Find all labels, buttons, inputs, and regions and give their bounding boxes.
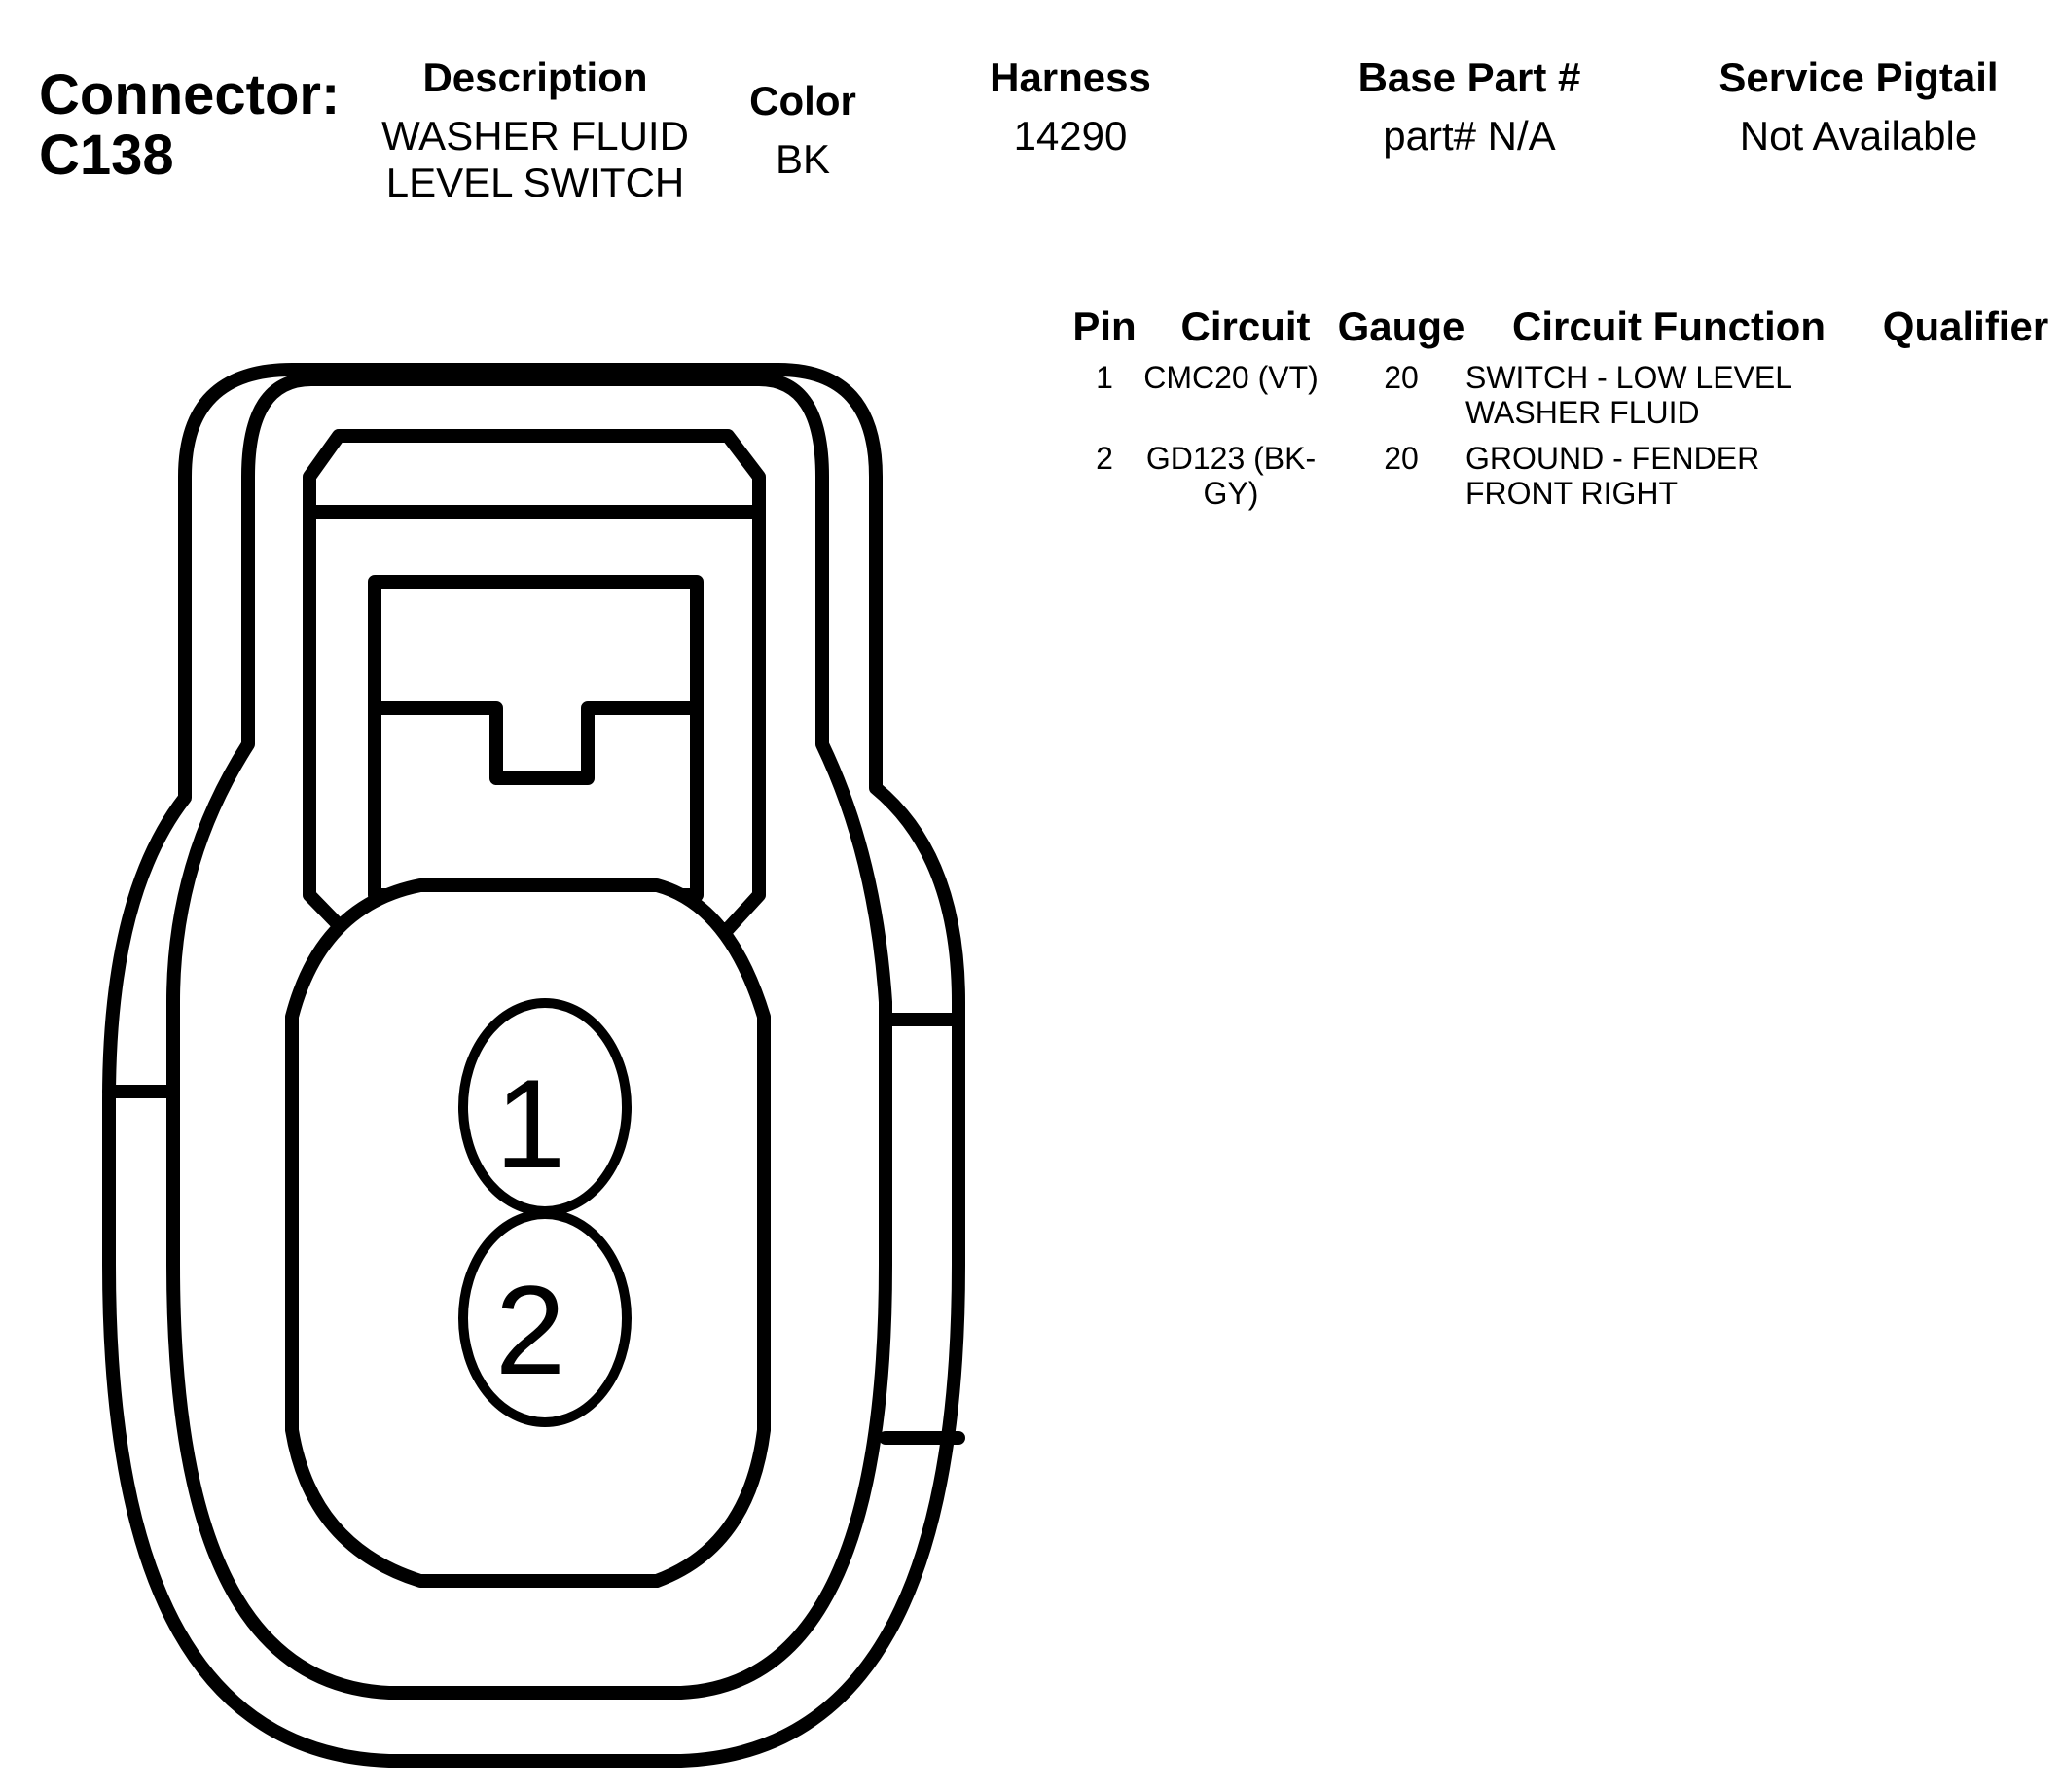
pin-1-label: 1 [495, 1053, 565, 1195]
pin-2-label: 2 [495, 1259, 565, 1401]
latch-tab [368, 701, 704, 785]
harness-value: 14290 [1013, 113, 1128, 159]
gauge-cell: 20 [1384, 360, 1419, 395]
circuit-column-header: Circuit [1180, 304, 1311, 349]
pin-2-circle [458, 1209, 632, 1427]
service-pigtail-header: Service Pigtail [1718, 54, 1999, 100]
color-header: Color [749, 78, 856, 124]
qualifier-column-header: Qualifier [1882, 304, 2049, 349]
circuit-function-column-header: Circuit Function [1512, 304, 1826, 349]
pin-cell: 1 [1096, 360, 1113, 395]
circuit-cell: CMC20 (VT) [1143, 360, 1319, 395]
pin-column-header: Pin [1072, 304, 1137, 349]
housing-inner-outline [166, 373, 892, 1700]
base-part-header: Base Part # [1357, 54, 1581, 100]
harness-header: Harness [990, 54, 1151, 100]
gauge-cell: 20 [1384, 441, 1419, 476]
gauge-column-header: Gauge [1337, 304, 1465, 349]
housing-outer-outline [102, 363, 965, 1768]
pin-cell: 2 [1096, 441, 1113, 476]
circuit-cell: GD123 (BK-GY) [1145, 441, 1317, 511]
service-pigtail-value: Not Available [1739, 113, 1978, 159]
connector-label: Connector: [39, 63, 341, 126]
base-part-value: part# N/A [1383, 113, 1556, 159]
color-value: BK [775, 136, 831, 182]
description-value: WASHER FLUID LEVEL SWITCH [381, 113, 689, 205]
circuit-function-cell: GROUND - FENDER FRONT RIGHT [1465, 441, 1760, 511]
connector-id: C138 [39, 124, 174, 187]
latch-inner-frame [368, 575, 704, 902]
description-header: Description [422, 54, 648, 100]
circuit-function-cell: SWITCH - LOW LEVEL WASHER FLUID [1465, 360, 1791, 430]
